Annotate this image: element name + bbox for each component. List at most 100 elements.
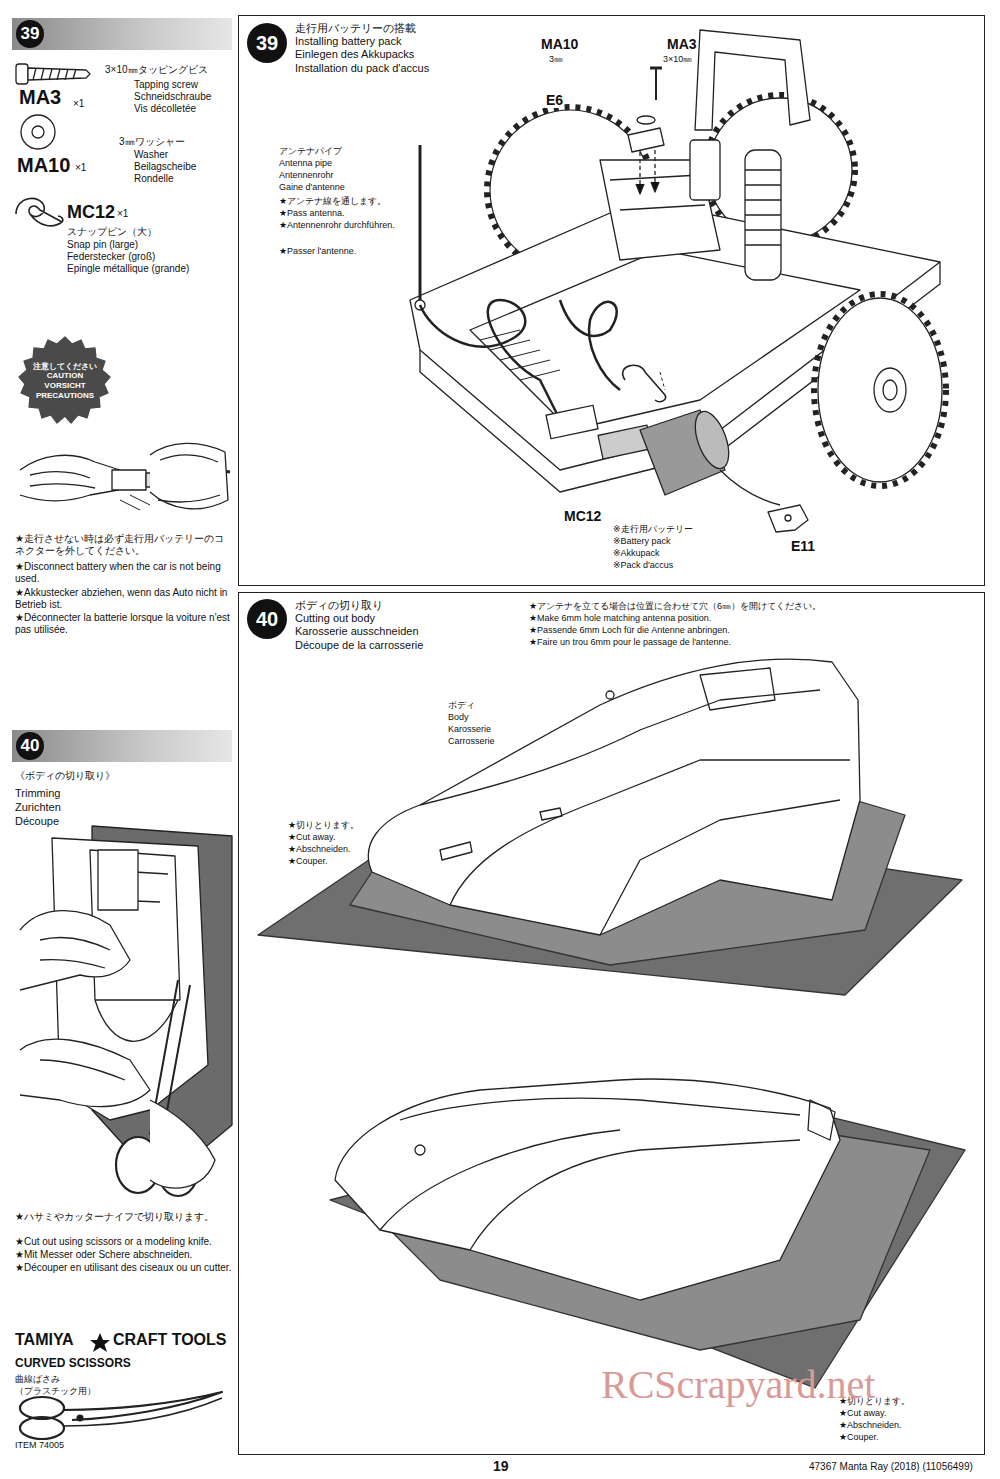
part-name: Epingle métallique (grande) bbox=[66, 263, 190, 275]
instruction-note: ★Pass antenna. bbox=[278, 208, 346, 218]
dimension: 3×10㎜ bbox=[662, 54, 693, 64]
part-name: Federstecker (groß) bbox=[66, 251, 156, 263]
step-title: 走行用バッテリーの搭載 bbox=[295, 22, 429, 35]
instruction-note: ★ハサミやカッターナイフで切り取ります。 bbox=[14, 1211, 234, 1223]
step-panel: ボディの切り取りCutting out bodyKarosserie aussc… bbox=[238, 592, 985, 1455]
part-code: MC12 bbox=[563, 508, 602, 524]
part-name: Carrosserie bbox=[447, 736, 496, 746]
snap-pin bbox=[16, 198, 63, 225]
instruction-note: ★アンテナ線を通します。 bbox=[278, 196, 387, 206]
watermark: RCScrapyard.net bbox=[600, 1362, 876, 1408]
part-name: ※Battery pack bbox=[612, 536, 672, 546]
part-name: ※走行用バッテリー bbox=[612, 524, 694, 534]
brand-name: TAMIYA bbox=[14, 1331, 75, 1349]
step-number: 40 bbox=[256, 609, 278, 629]
part-name: Karosserie bbox=[447, 724, 492, 734]
step-number-circle: 39 bbox=[247, 23, 287, 63]
instruction-note: ★Make 6mm hole matching antenna position… bbox=[528, 613, 712, 623]
tool-name: CURVED SCISSORS bbox=[14, 1357, 132, 1371]
trimming-illustration bbox=[20, 826, 232, 1196]
step-header-band: 40 bbox=[12, 730, 232, 762]
step-number-circle: 40 bbox=[247, 599, 287, 639]
instruction-note: ★Passer l'antenne. bbox=[278, 246, 357, 256]
instruction-note: ★Antennenrohr durchführen. bbox=[278, 220, 400, 230]
quantity: ×1 bbox=[116, 208, 129, 220]
step-title: Cutting out body bbox=[295, 612, 423, 625]
step-title: Karosserie ausschneiden bbox=[295, 625, 423, 638]
body-shell-top bbox=[258, 659, 962, 995]
brand-name: CRAFT TOOLS bbox=[112, 1331, 227, 1349]
part-code: MA3 bbox=[666, 36, 698, 52]
step-subtitle: Zurichten bbox=[14, 801, 62, 814]
chassis-illustration bbox=[410, 30, 946, 532]
step-subtitle: 《ボディの切り取り》 bbox=[14, 770, 116, 782]
part-name: Antenna pipe bbox=[278, 158, 333, 168]
instruction-note: ★切りとります。 bbox=[287, 820, 360, 830]
caution-note: ★Déconnecter la batterie lorsque la voit… bbox=[14, 612, 234, 635]
instruction-note: ★Couper. bbox=[287, 856, 329, 866]
step-title: Installation du pack d'accus bbox=[295, 62, 429, 75]
part-name: Vis décolletée bbox=[133, 103, 197, 115]
caution-hands bbox=[20, 443, 230, 510]
dimension: 3㎜ bbox=[548, 54, 564, 64]
part-name: アンテナパイプ bbox=[278, 146, 343, 156]
instruction-note: ★Abschneiden. bbox=[287, 844, 352, 854]
step-header-band: 39 bbox=[12, 18, 232, 50]
part-code: MC12 bbox=[66, 202, 116, 223]
tool-name: 曲線ばさみ bbox=[14, 1374, 61, 1384]
instruction-note: ★アンテナを立てる場合は位置に合わせて穴（6㎜）を開けてください。 bbox=[528, 601, 822, 611]
part-name: ボディ bbox=[447, 700, 476, 710]
part-code: MA3 bbox=[18, 86, 62, 109]
caution-text: 注意してください bbox=[33, 362, 97, 372]
tool-name: （プラスチック用） bbox=[14, 1386, 97, 1396]
quantity: ×1 bbox=[72, 98, 85, 110]
part-code: MA10 bbox=[540, 36, 579, 52]
step-heading: 走行用バッテリーの搭載Installing battery packEinleg… bbox=[295, 22, 429, 75]
step-title: ボディの切り取り bbox=[295, 599, 423, 612]
caution-text: VORSICHT bbox=[44, 381, 85, 391]
step-panel: 走行用バッテリーの搭載Installing battery packEinleg… bbox=[238, 15, 985, 586]
item-number: ITEM 74005 bbox=[14, 1440, 65, 1450]
part-name: スナップピン（大） bbox=[66, 226, 158, 238]
part-code: E11 bbox=[790, 538, 816, 554]
page-number: 19 bbox=[492, 1458, 510, 1474]
body-shell-bottom bbox=[330, 1079, 965, 1388]
caution-badge: 注意してくださいCAUTIONVORSICHTPRECAUTIONS bbox=[18, 337, 112, 425]
curved-scissors bbox=[20, 1392, 222, 1439]
instruction-note: ★Faire un trou 6mm pour le passage de l'… bbox=[528, 637, 732, 647]
step-number: 39 bbox=[16, 20, 44, 48]
instruction-note: ★Mit Messer oder Schere abschneiden. bbox=[14, 1249, 234, 1261]
step-title: Installing battery pack bbox=[295, 35, 429, 48]
part-name: Beilagscheibe bbox=[133, 161, 197, 173]
step-title: Einlegen des Akkupacks bbox=[295, 48, 429, 61]
caution-text: PRECAUTIONS bbox=[36, 391, 94, 401]
instruction-note: ★Cut away. bbox=[287, 832, 336, 842]
instruction-note: ★Découper en utilisant des ciseaux ou un… bbox=[14, 1262, 234, 1274]
part-name: Body bbox=[447, 712, 470, 722]
tapping-screw bbox=[16, 64, 90, 84]
part-code: MA10 bbox=[16, 154, 71, 177]
instruction-note: ★Couper. bbox=[838, 1432, 880, 1442]
part-name: Rondelle bbox=[133, 173, 174, 185]
part-name: Antennenrohr bbox=[278, 170, 335, 180]
part-name: Schneidschraube bbox=[133, 91, 212, 103]
washer bbox=[21, 115, 55, 149]
step-title: Découpe de la carrosserie bbox=[295, 639, 423, 652]
part-name: Washer bbox=[133, 149, 169, 161]
part-name: ※Pack d'accus bbox=[612, 560, 674, 570]
tamiya-star-logo bbox=[90, 1333, 110, 1352]
instruction-note: ★Cut out using scissors or a modeling kn… bbox=[14, 1236, 234, 1248]
part-name: 3㎜ワッシャー bbox=[118, 136, 186, 148]
kit-number: 47367 Manta Ray (2018) (11056499) bbox=[808, 1461, 974, 1473]
step-subtitle: Trimming bbox=[14, 787, 61, 800]
step-number: 39 bbox=[256, 33, 278, 53]
caution-note: ★Disconnect battery when the car is not … bbox=[14, 561, 234, 584]
part-name: Gaine d'antenne bbox=[278, 182, 346, 192]
part-code: E6 bbox=[545, 92, 564, 108]
quantity: ×1 bbox=[74, 162, 87, 174]
part-name: ※Akkupack bbox=[612, 548, 661, 558]
instruction-note: ★Passende 6mm Loch für die Antenne anbri… bbox=[528, 625, 731, 635]
part-name: Tapping screw bbox=[133, 79, 199, 91]
part-name: 3×10㎜タッピングビス bbox=[104, 64, 209, 76]
caution-note: ★Akkustecker abziehen, wenn das Auto nic… bbox=[14, 587, 234, 610]
